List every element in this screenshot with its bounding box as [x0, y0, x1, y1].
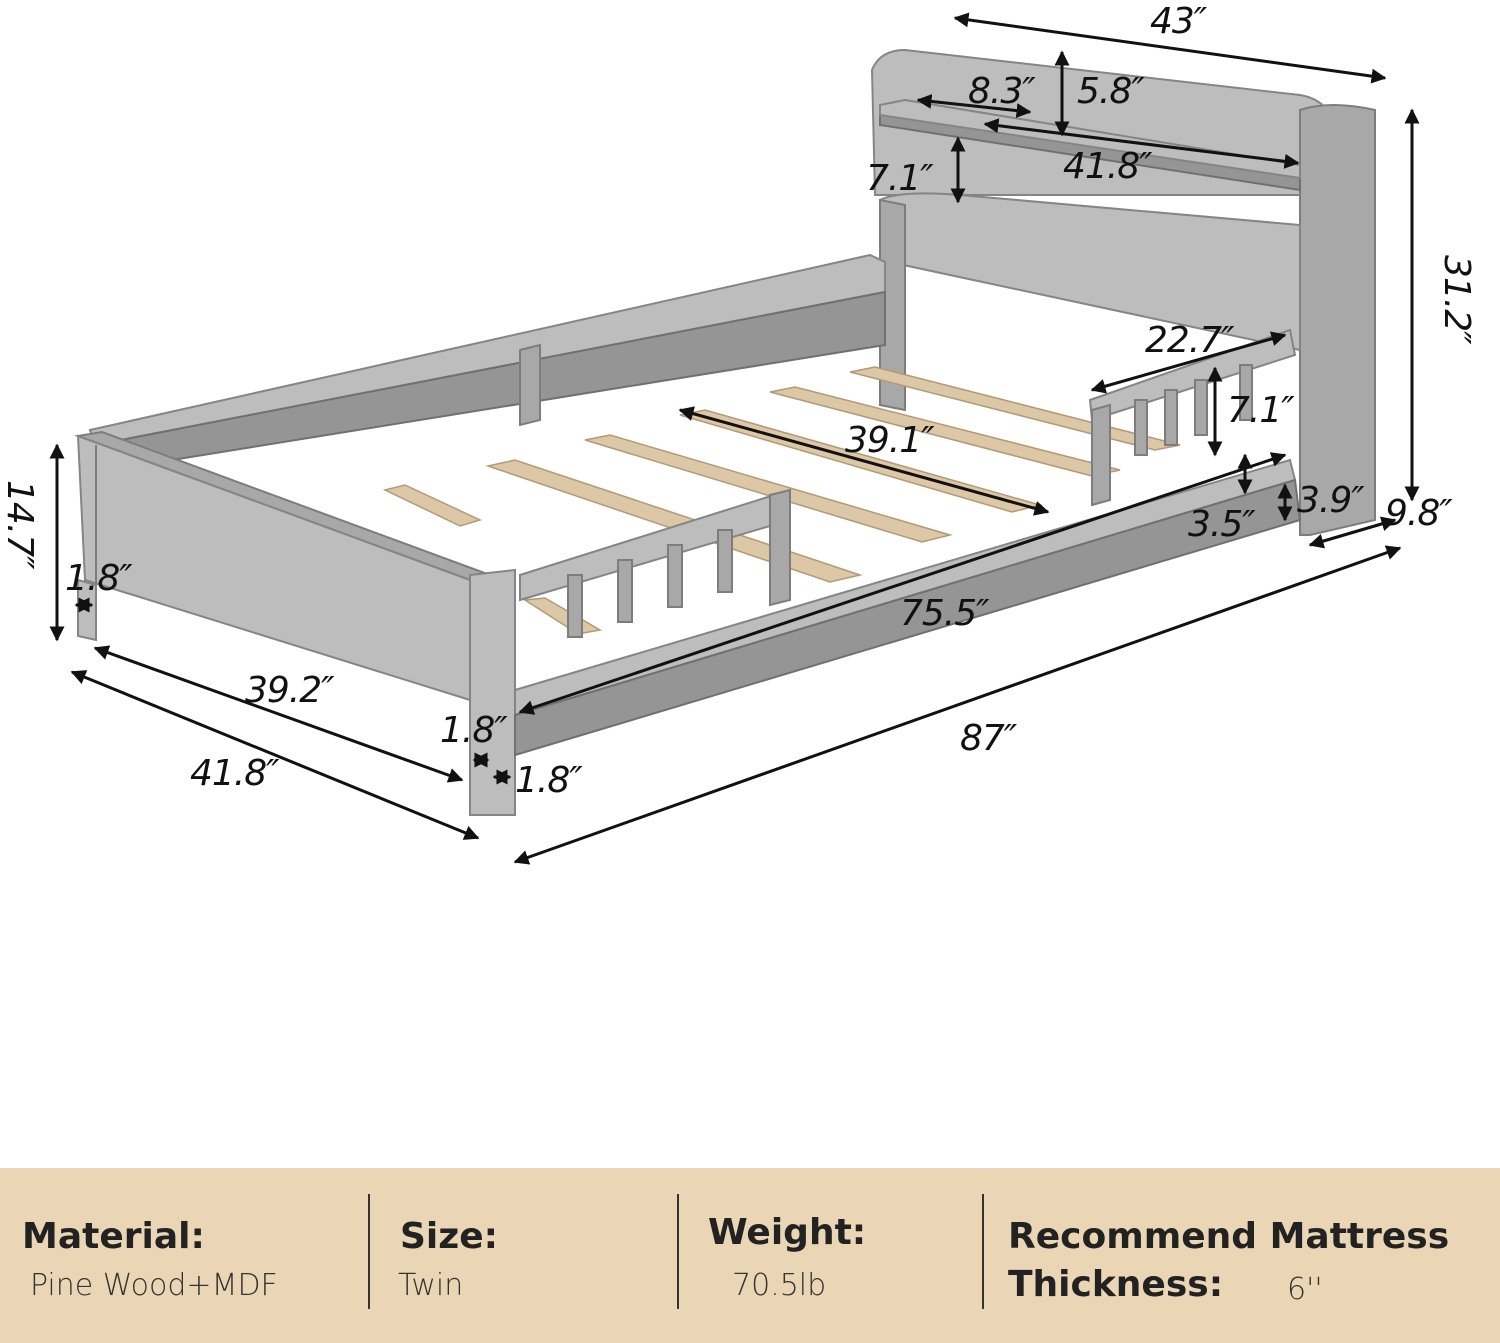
dim-post-depth-front: 1.8″ [515, 760, 583, 801]
dim-total-length: 87″ [960, 718, 1018, 759]
dim-rail-height: 3.9″ [1297, 480, 1365, 521]
spec-mattress-title-line1: Recommend Mattress [1008, 1216, 1450, 1257]
dim-headboard-width: 43″ [1150, 1, 1208, 42]
dim-headboard-depth: 9.8″ [1385, 493, 1453, 534]
dim-post-width-left: 1.8″ [65, 558, 133, 599]
spec-mattress: Recommend Mattress Thickness: 6'' [985, 1168, 1500, 1343]
dim-guardrail-height: 7.1″ [1227, 390, 1295, 431]
bed-dimension-diagram: 43″ 8.3″ 5.8″ 41.8″ 7.1″ 31.2″ 22.7″ 7.1… [0, 1, 1477, 865]
spec-size: Size: Twin [370, 1168, 680, 1343]
spec-divider [368, 1194, 370, 1309]
spec-weight: Weight: 70.5lb [680, 1168, 980, 1343]
spec-mattress-value: 6'' [1287, 1272, 1323, 1307]
dim-headboard-height: 31.2″ [1436, 255, 1477, 345]
spec-mattress-title-line2: Thickness: [1008, 1264, 1224, 1305]
dim-footboard-height: 14.7″ [0, 480, 40, 570]
spec-divider [982, 1194, 984, 1309]
dim-inner-width: 39.2″ [245, 670, 335, 711]
spec-material-value: Pine Wood+MDF [30, 1268, 278, 1303]
dim-shelf-height: 7.1″ [866, 158, 934, 199]
spec-bar: Material: Pine Wood+MDF Size: Twin Weigh… [0, 1168, 1500, 1343]
dim-guardrail-length: 22.7″ [1145, 320, 1235, 361]
spec-material-title: Material: [22, 1216, 205, 1257]
dim-side-length: 75.5″ [900, 593, 990, 634]
dim-rail-gap: 3.5″ [1188, 504, 1256, 545]
spec-size-value: Twin [398, 1268, 464, 1303]
dim-shelf-length: 41.8″ [1063, 146, 1153, 187]
spec-divider [677, 1194, 679, 1309]
dim-post-width-front: 1.8″ [440, 710, 508, 751]
dim-slat-length: 39.1″ [845, 420, 935, 461]
dimension-arrows [49, 12, 1420, 865]
spec-weight-value: 70.5lb [732, 1268, 827, 1303]
dim-shelf-depth: 8.3″ [968, 71, 1036, 112]
spec-weight-title: Weight: [708, 1212, 867, 1253]
dim-outer-width: 41.8″ [190, 753, 280, 794]
spec-material: Material: Pine Wood+MDF [0, 1168, 370, 1343]
dim-shelf-gap: 5.8″ [1077, 71, 1145, 112]
spec-size-title: Size: [400, 1216, 499, 1257]
